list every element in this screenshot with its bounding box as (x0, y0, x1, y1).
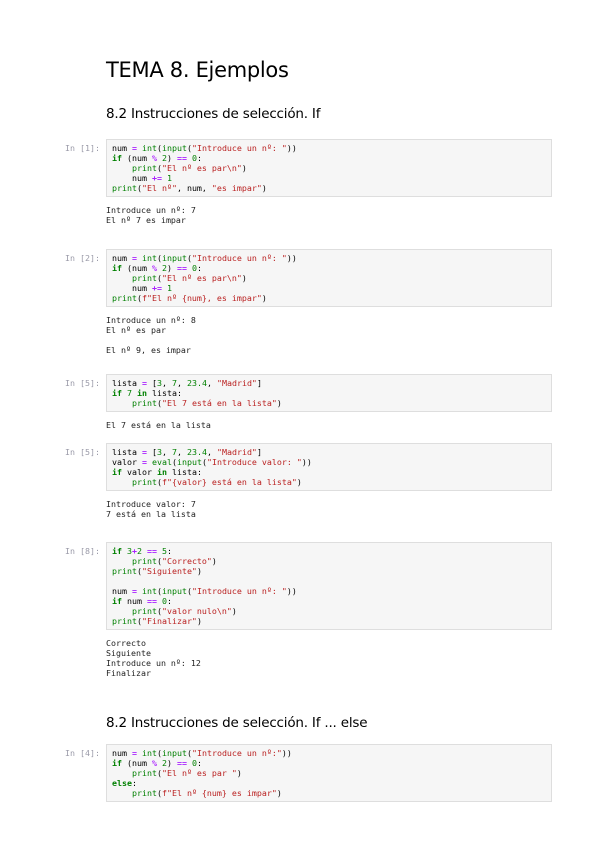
code-input[interactable]: if 3+2 == 5: print("Correcto")print("Sig… (106, 542, 552, 630)
code-line: lista = [3, 7, 23.4, "Madrid"] (112, 378, 262, 388)
code-line: num += 1 (112, 283, 172, 293)
code-line: else: (112, 778, 137, 788)
code-line (112, 576, 546, 586)
cell-prompt: In [1]: (65, 143, 100, 153)
output-line: El nº 7 es impar (106, 215, 186, 225)
output-line: Correcto (106, 638, 146, 648)
code-line: if 3+2 == 5: (112, 546, 172, 556)
code-line: if (num % 2) == 0: (112, 758, 202, 768)
output-line: Introduce un nº: 12 (106, 658, 201, 668)
code-line: print("El nº", num, "es impar") (112, 183, 267, 193)
code-line: print(f"{valor} está en la lista") (131, 477, 302, 487)
code-line: print("El nº es par\n") (131, 273, 247, 283)
cell-prompt: In [2]: (65, 253, 100, 263)
code-input[interactable]: lista = [3, 7, 23.4, "Madrid"]valor = ev… (106, 443, 552, 491)
code-line: print(f"El nº {num}, es impar") (112, 293, 267, 303)
page-title: TEMA 8. Ejemplos (106, 58, 289, 82)
code-line: num = int(input("Introduce un nº: ")) (112, 143, 297, 153)
code-line: print(f"El nº {num} es impar") (131, 788, 282, 798)
code-line: if (num % 2) == 0: (112, 263, 202, 273)
section-heading-if: 8.2 Instrucciones de selección. If (106, 106, 321, 122)
output-line: Siguiente (106, 648, 151, 658)
output-line: Introduce un nº: 7 (106, 205, 196, 215)
output-line: El nº 9, es impar (106, 345, 191, 355)
code-line: if (num % 2) == 0: (112, 153, 202, 163)
code-input[interactable]: num = int(input("Introduce un nº:"))if (… (106, 744, 552, 802)
output-line: Introduce valor: 7 (106, 499, 196, 509)
output-line (106, 335, 552, 345)
code-line: num = int(input("Introduce un nº: ")) (112, 253, 297, 263)
output-line: El 7 está en la lista (106, 420, 211, 430)
code-line: if valor in lista: (112, 467, 202, 477)
code-input[interactable]: lista = [3, 7, 23.4, "Madrid"]if 7 in li… (106, 374, 552, 412)
code-line: print("El nº es par\n") (131, 163, 247, 173)
code-line: print("Correcto") (131, 556, 217, 566)
cell-prompt: In [8]: (65, 546, 100, 556)
code-line: print("Siguiente") (112, 566, 202, 576)
code-line: lista = [3, 7, 23.4, "Madrid"] (112, 447, 262, 457)
code-line: valor = eval(input("Introduce valor: ")) (112, 457, 312, 467)
code-line: if num == 0: (112, 596, 172, 606)
code-input[interactable]: num = int(input("Introduce un nº: "))if … (106, 139, 552, 197)
section-heading-if-else: 8.2 Instrucciones de selección. If ... e… (106, 715, 368, 731)
cell-prompt: In [5]: (65, 447, 100, 457)
code-line: print("Finalizar") (112, 616, 202, 626)
output-line: El nº es par (106, 325, 166, 335)
code-line: if 7 in lista: (112, 388, 182, 398)
output-line: Finalizar (106, 668, 151, 678)
cell-output: El 7 está en la lista (106, 420, 552, 430)
output-line: Introduce un nº: 8 (106, 315, 196, 325)
cell-prompt: In [5]: (65, 378, 100, 388)
code-line: num = int(input("Introduce un nº: ")) (112, 586, 297, 596)
cell-prompt: In [4]: (65, 748, 100, 758)
code-input[interactable]: num = int(input("Introduce un nº: "))if … (106, 249, 552, 307)
code-line: num = int(input("Introduce un nº:")) (112, 748, 292, 758)
code-line: print("El 7 está en la lista") (131, 398, 282, 408)
output-line: 7 está en la lista (106, 509, 196, 519)
code-line: num += 1 (112, 173, 172, 183)
code-line: print("valor nulo\n") (131, 606, 237, 616)
code-line: print("El nº es par ") (131, 768, 242, 778)
